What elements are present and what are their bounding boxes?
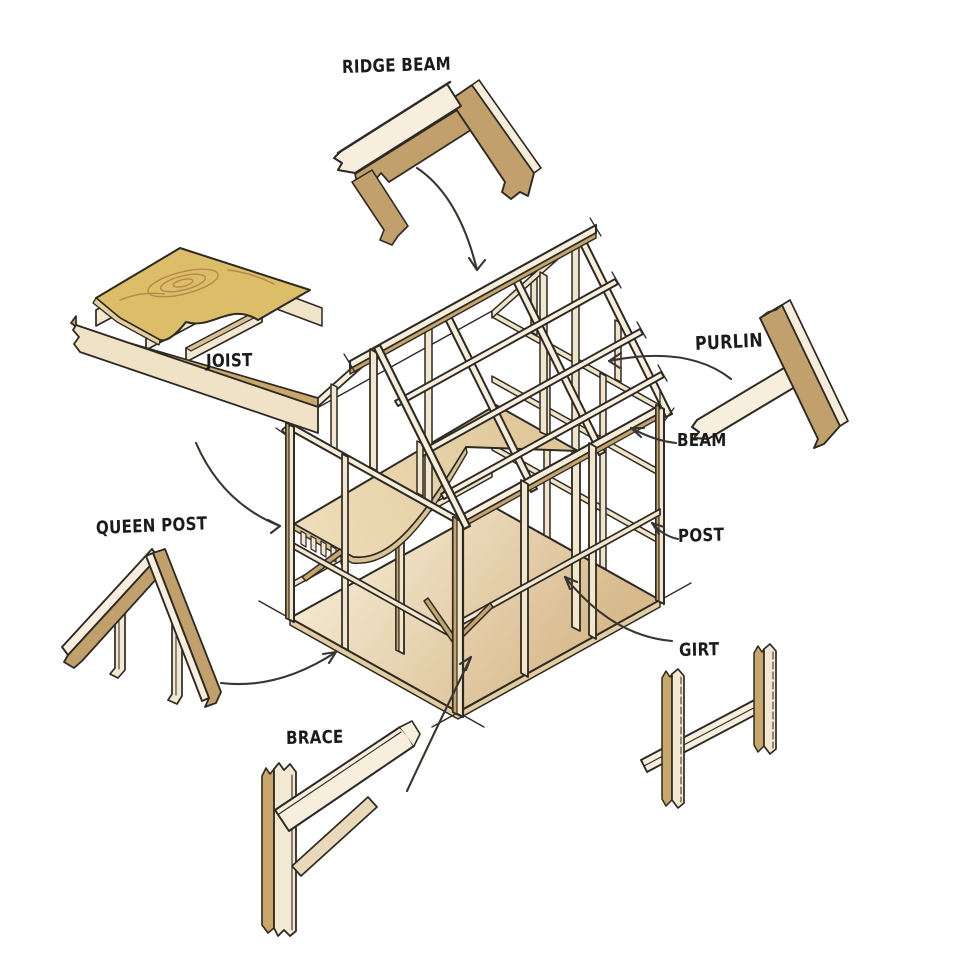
- label-joist: JOIST: [205, 350, 253, 372]
- front-gable-wall: [285, 343, 494, 719]
- arrow-ridge-beam: [415, 166, 487, 272]
- arrow-brace: [405, 655, 473, 793]
- side-wall: [456, 390, 665, 678]
- label-beam: BEAM: [677, 430, 727, 451]
- annotation-arrows: [194, 166, 733, 793]
- label-purlin: PURLIN: [694, 329, 764, 355]
- label-ridge-beam: RIDGE BEAM: [341, 53, 452, 78]
- brace-detail: [261, 720, 421, 937]
- purlin-detail: [691, 299, 849, 449]
- main-frame-illustration: [258, 217, 692, 728]
- label-post: POST: [677, 524, 725, 547]
- label-girt: GIRT: [678, 639, 720, 661]
- arrow-girt: [563, 575, 674, 643]
- plywood-deck: [92, 247, 311, 346]
- girt-detail: [640, 643, 777, 809]
- joist-detail: [70, 247, 323, 434]
- arrow-post: [650, 521, 680, 541]
- arrow-joist: [194, 441, 282, 535]
- roof-framing: [275, 217, 675, 500]
- queen-post-detail: [61, 548, 222, 708]
- arrow-queen-post: [219, 650, 338, 686]
- arrow-purlin: [607, 351, 733, 381]
- arrow-beam: [629, 426, 678, 445]
- label-brace: BRACE: [285, 726, 344, 749]
- ridge-beam-detail: [333, 79, 542, 246]
